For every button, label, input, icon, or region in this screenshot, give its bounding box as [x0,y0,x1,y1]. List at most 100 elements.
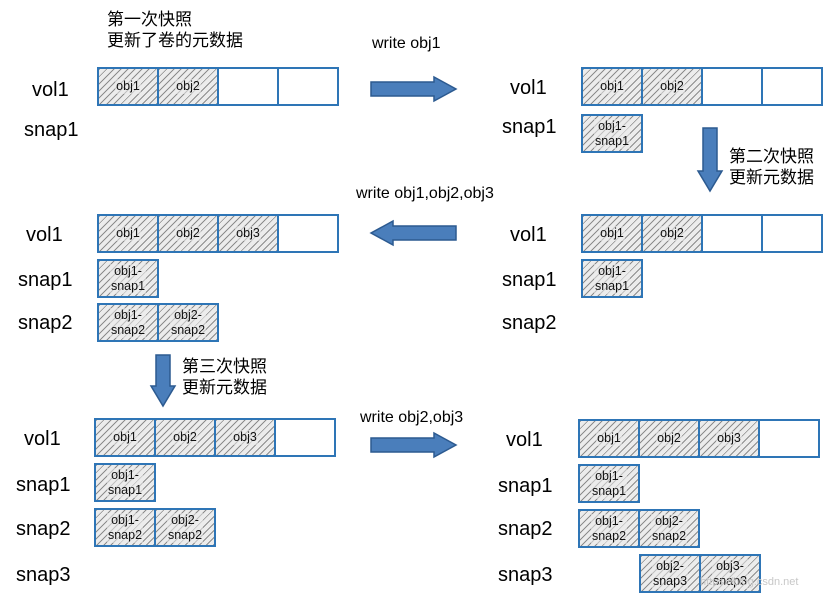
cell-text: obj3 [232,430,258,445]
vol1-empty-cell [274,418,336,457]
cell-text: obj2 [172,430,198,445]
vol1-obj1-cell: obj1 [97,214,159,253]
snap2-obj2-cell: obj2-snap2 [638,509,700,548]
vol1-empty-cell [701,214,763,253]
label-snap1: snap1 [502,116,557,138]
vol1-row: obj1 obj2 obj3 [94,418,336,457]
cell-text: obj2-snap2 [166,512,204,543]
arrow-left-icon [369,219,457,247]
vol1-row: obj1 obj2 [97,67,339,106]
cell-text: obj1-snap2 [590,513,628,544]
cell-text: obj2 [659,226,685,241]
cell-text-line: snap2 [110,322,146,337]
cell-text: obj3 [716,431,742,446]
label-snap2: snap2 [18,312,73,334]
label-vol1: vol1 [24,428,61,450]
cell-text-line: obj1- [111,467,139,482]
cell-text-line: snap2 [651,528,687,543]
caption-line: 更新元数据 [182,378,267,397]
snap2-obj1-cell: obj1-snap2 [94,508,156,547]
snap1-row: obj1-snap1 [581,259,643,298]
snap1-obj1-cell: obj1-snap1 [581,259,643,298]
cell-text-line: snap1 [594,133,630,148]
cell-text-line: obj1- [598,263,626,278]
cell-text: obj2 [656,431,682,446]
cell-text-line: obj1- [111,512,139,527]
cell-text-line: obj1- [595,513,623,528]
caption-line: 第一次快照 [107,10,192,29]
cell-text: obj1-snap1 [106,467,144,498]
label-vol1: vol1 [32,79,69,101]
cell-text-line: obj1- [598,118,626,133]
cell-text-line: obj2- [171,512,199,527]
write-label-1: write obj1 [372,35,441,52]
cell-text-line: obj3- [716,558,744,573]
arrow-down-icon [149,354,177,408]
vol1-empty-cell [217,67,279,106]
label-snap1: snap1 [18,269,73,291]
vol1-obj3-cell: obj3 [214,418,276,457]
cell-text-line: obj2- [656,558,684,573]
snap1-obj1-cell: obj1-snap1 [581,114,643,153]
write-label-2: write obj1,obj2,obj3 [356,185,494,202]
arrow-right-icon [370,75,458,103]
cell-text: obj2 [659,79,685,94]
caption-line: 更新了卷的元数据 [107,31,243,50]
cell-text: obj1-snap1 [590,468,628,499]
cell-text-line: snap1 [594,278,630,293]
cell-text-line: obj2- [174,307,202,322]
snap1-row: obj1-snap1 [581,114,643,153]
cell-text-line: snap1 [110,278,146,293]
label-snap1: snap1 [24,119,79,141]
caption-line: 更新元数据 [729,168,814,187]
vol1-empty-cell [277,214,339,253]
cell-text-line: snap1 [107,482,143,497]
snap1-row: obj1-snap1 [94,463,156,502]
vol1-row: obj1 obj2 obj3 [97,214,339,253]
label-snap1: snap1 [502,269,557,291]
snap3-obj2-cell: obj2-snap3 [639,554,701,593]
vol1-row: obj1 obj2 [581,67,823,106]
cell-text: obj2 [175,79,201,94]
cell-text: obj3 [235,226,261,241]
snap1-row: obj1-snap1 [97,259,159,298]
vol1-obj1-cell: obj1 [578,419,640,458]
label-vol1: vol1 [506,429,543,451]
write-label-3: write obj2,obj3 [360,409,464,426]
snap2-obj1-cell: obj1-snap2 [97,303,159,342]
cell-text: obj1 [115,226,141,241]
caption-snapshot-2: 第二次快照 更新元数据 [729,146,814,188]
vol1-obj1-cell: obj1 [581,214,643,253]
cell-text-line: snap3 [652,573,688,588]
snap2-obj1-cell: obj1-snap2 [578,509,640,548]
cell-text: obj1 [599,79,625,94]
label-snap2: snap2 [502,312,557,334]
cell-text-line: snap3 [712,573,748,588]
vol1-obj3-cell: obj3 [698,419,760,458]
vol1-obj2-cell: obj2 [638,419,700,458]
vol1-obj2-cell: obj2 [157,214,219,253]
watermark-text: https://blog.csdn.net [700,576,799,588]
snap1-obj1-cell: obj1-snap1 [578,464,640,503]
snap2-row: obj1-snap2 obj2-snap2 [578,509,700,548]
snap2-obj2-cell: obj2-snap2 [157,303,219,342]
snap2-obj2-cell: obj2-snap2 [154,508,216,547]
snap3-obj3-cell: obj3-snap3 [699,554,761,593]
label-vol1: vol1 [26,224,63,246]
cell-text: obj1-snap2 [106,512,144,543]
cell-text-line: obj1- [595,468,623,483]
vol1-obj1-cell: obj1 [97,67,159,106]
cell-text-line: snap2 [591,528,627,543]
cell-text-line: obj1- [114,307,142,322]
label-vol1: vol1 [510,224,547,246]
cell-text: obj1 [599,226,625,241]
snap1-obj1-cell: obj1-snap1 [97,259,159,298]
vol1-empty-cell [761,214,823,253]
vol1-empty-cell [277,67,339,106]
label-snap3: snap3 [498,564,553,586]
caption-line: 第三次快照 [182,357,267,376]
vol1-empty-cell [761,67,823,106]
vol1-row: obj1 obj2 obj3 [578,419,820,458]
vol1-obj1-cell: obj1 [581,67,643,106]
cell-text: obj1-snap1 [593,263,631,294]
